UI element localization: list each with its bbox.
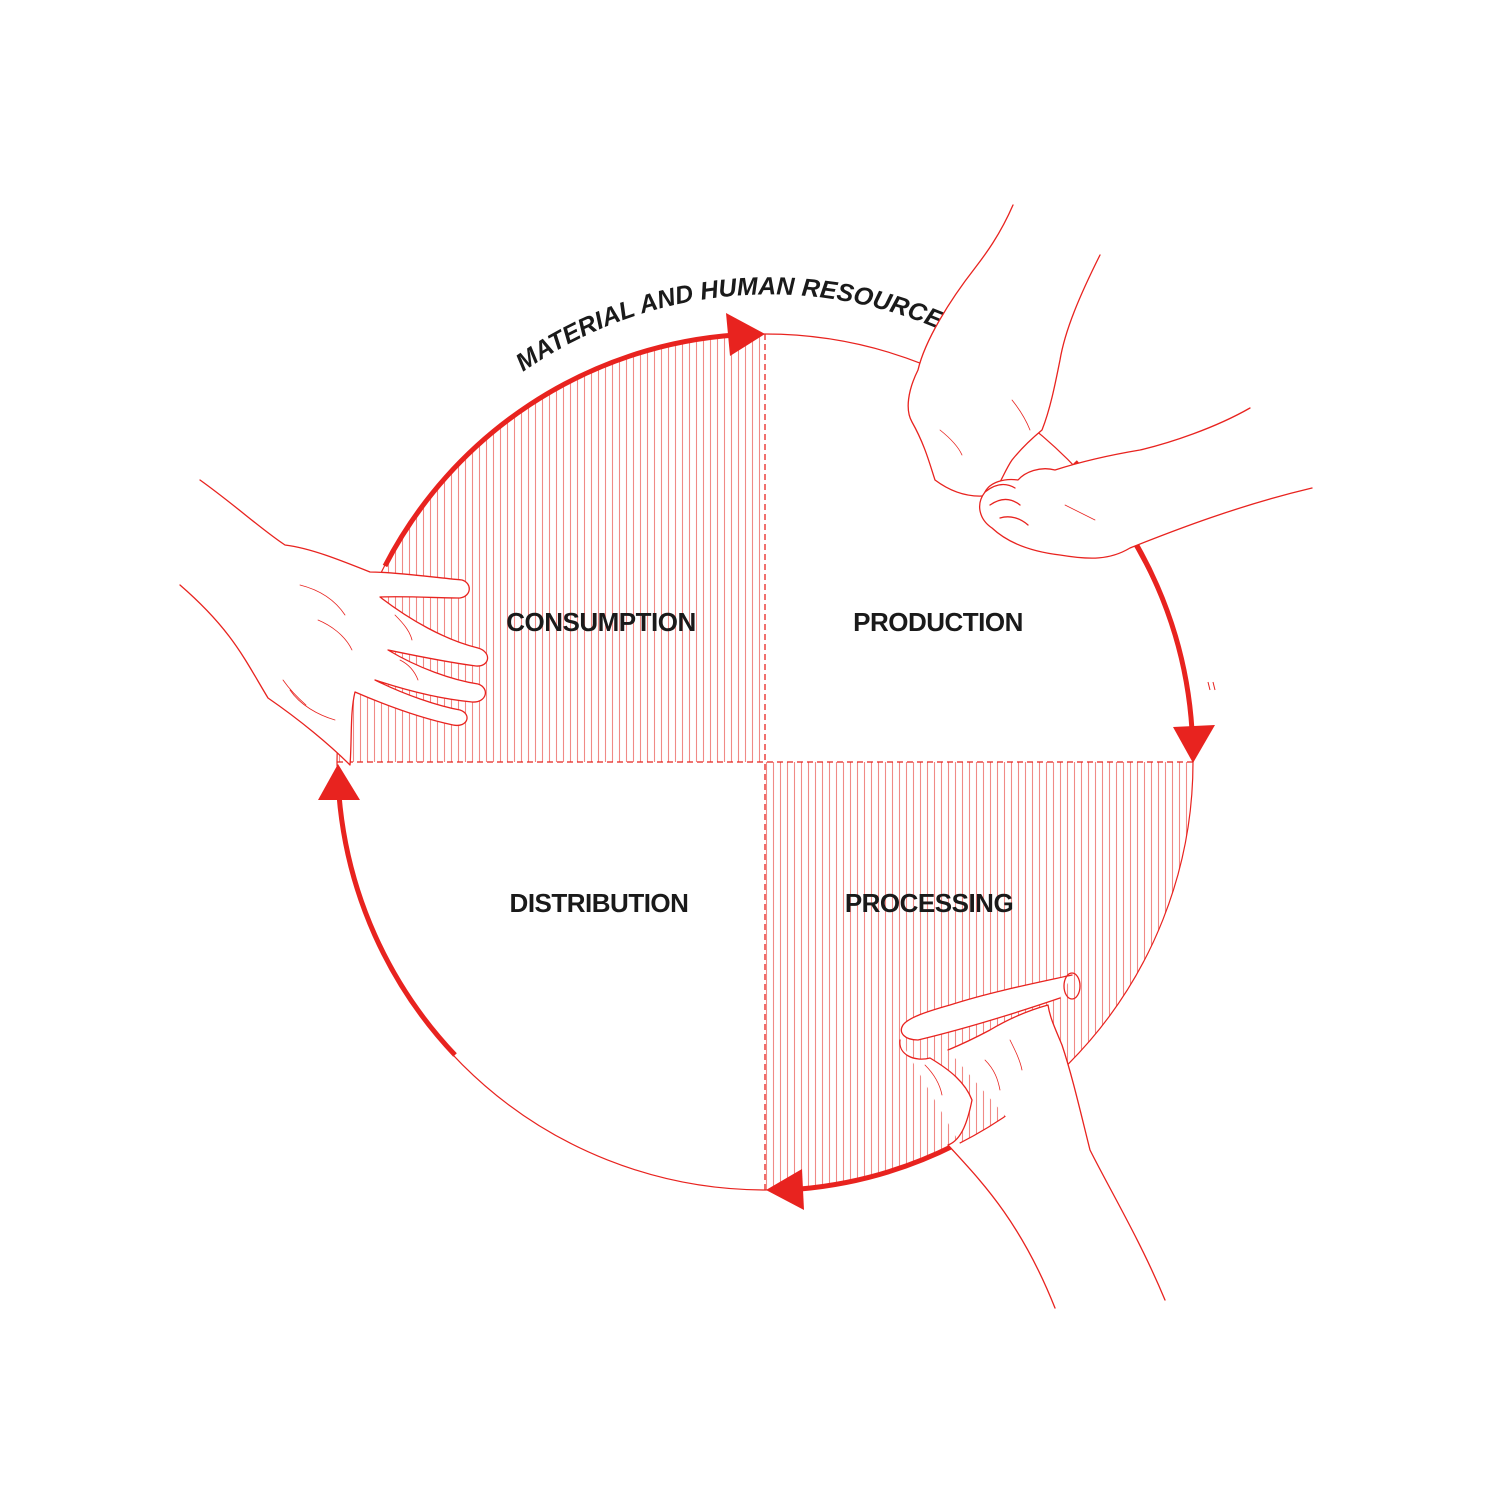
hands-production-illustration (907, 204, 1313, 559)
arrow-head-right (1173, 725, 1215, 763)
arrow-head-top (726, 313, 765, 356)
cycle-arrows (318, 313, 1215, 1210)
arrow-arc-left (336, 794, 457, 1057)
label-consumption: CONSUMPTION (506, 607, 696, 637)
arrow-arc-bottom (799, 1142, 957, 1192)
arrow-head-bottom (766, 1169, 804, 1210)
decorative-tick-mark (1207, 681, 1216, 691)
arrow-head-left (318, 764, 360, 800)
arrow-arc-top (382, 332, 736, 568)
label-production: PRODUCTION (853, 607, 1023, 637)
label-processing: PROCESSING (845, 888, 1013, 918)
hand-consumption-illustration (179, 479, 489, 766)
processing-quadrant-hatch (765, 762, 1193, 1190)
hand-processing-illustration (899, 972, 1166, 1309)
label-distribution: DISTRIBUTION (510, 888, 689, 918)
